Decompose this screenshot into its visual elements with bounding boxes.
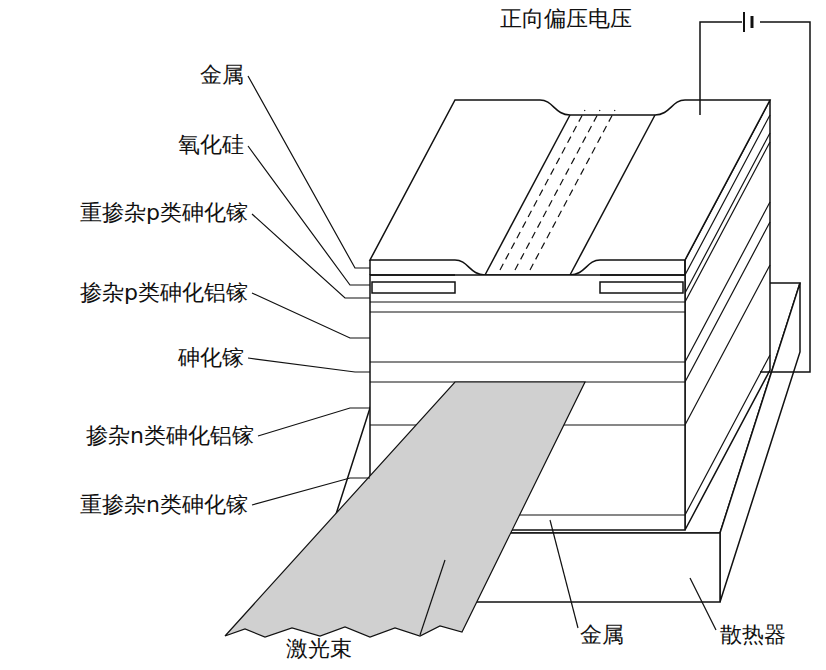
part-label: 散热器 bbox=[720, 622, 786, 648]
part-label: 重掺杂p类砷化镓 bbox=[80, 200, 248, 226]
part-label: 重掺杂n类砷化镓 bbox=[80, 492, 248, 518]
part-label: 金属 bbox=[200, 62, 244, 88]
part-label: 砷化镓 bbox=[178, 345, 244, 371]
part-label: 氧化硅 bbox=[178, 132, 244, 158]
part-label: 掺杂n类砷化铝镓 bbox=[86, 423, 254, 449]
part-label: 掺杂p类砷化铝镓 bbox=[80, 280, 248, 306]
part-label: 正向偏压电压 bbox=[500, 6, 632, 32]
part-label: 金属 bbox=[580, 622, 624, 648]
part-label: 激光束 bbox=[286, 636, 352, 662]
